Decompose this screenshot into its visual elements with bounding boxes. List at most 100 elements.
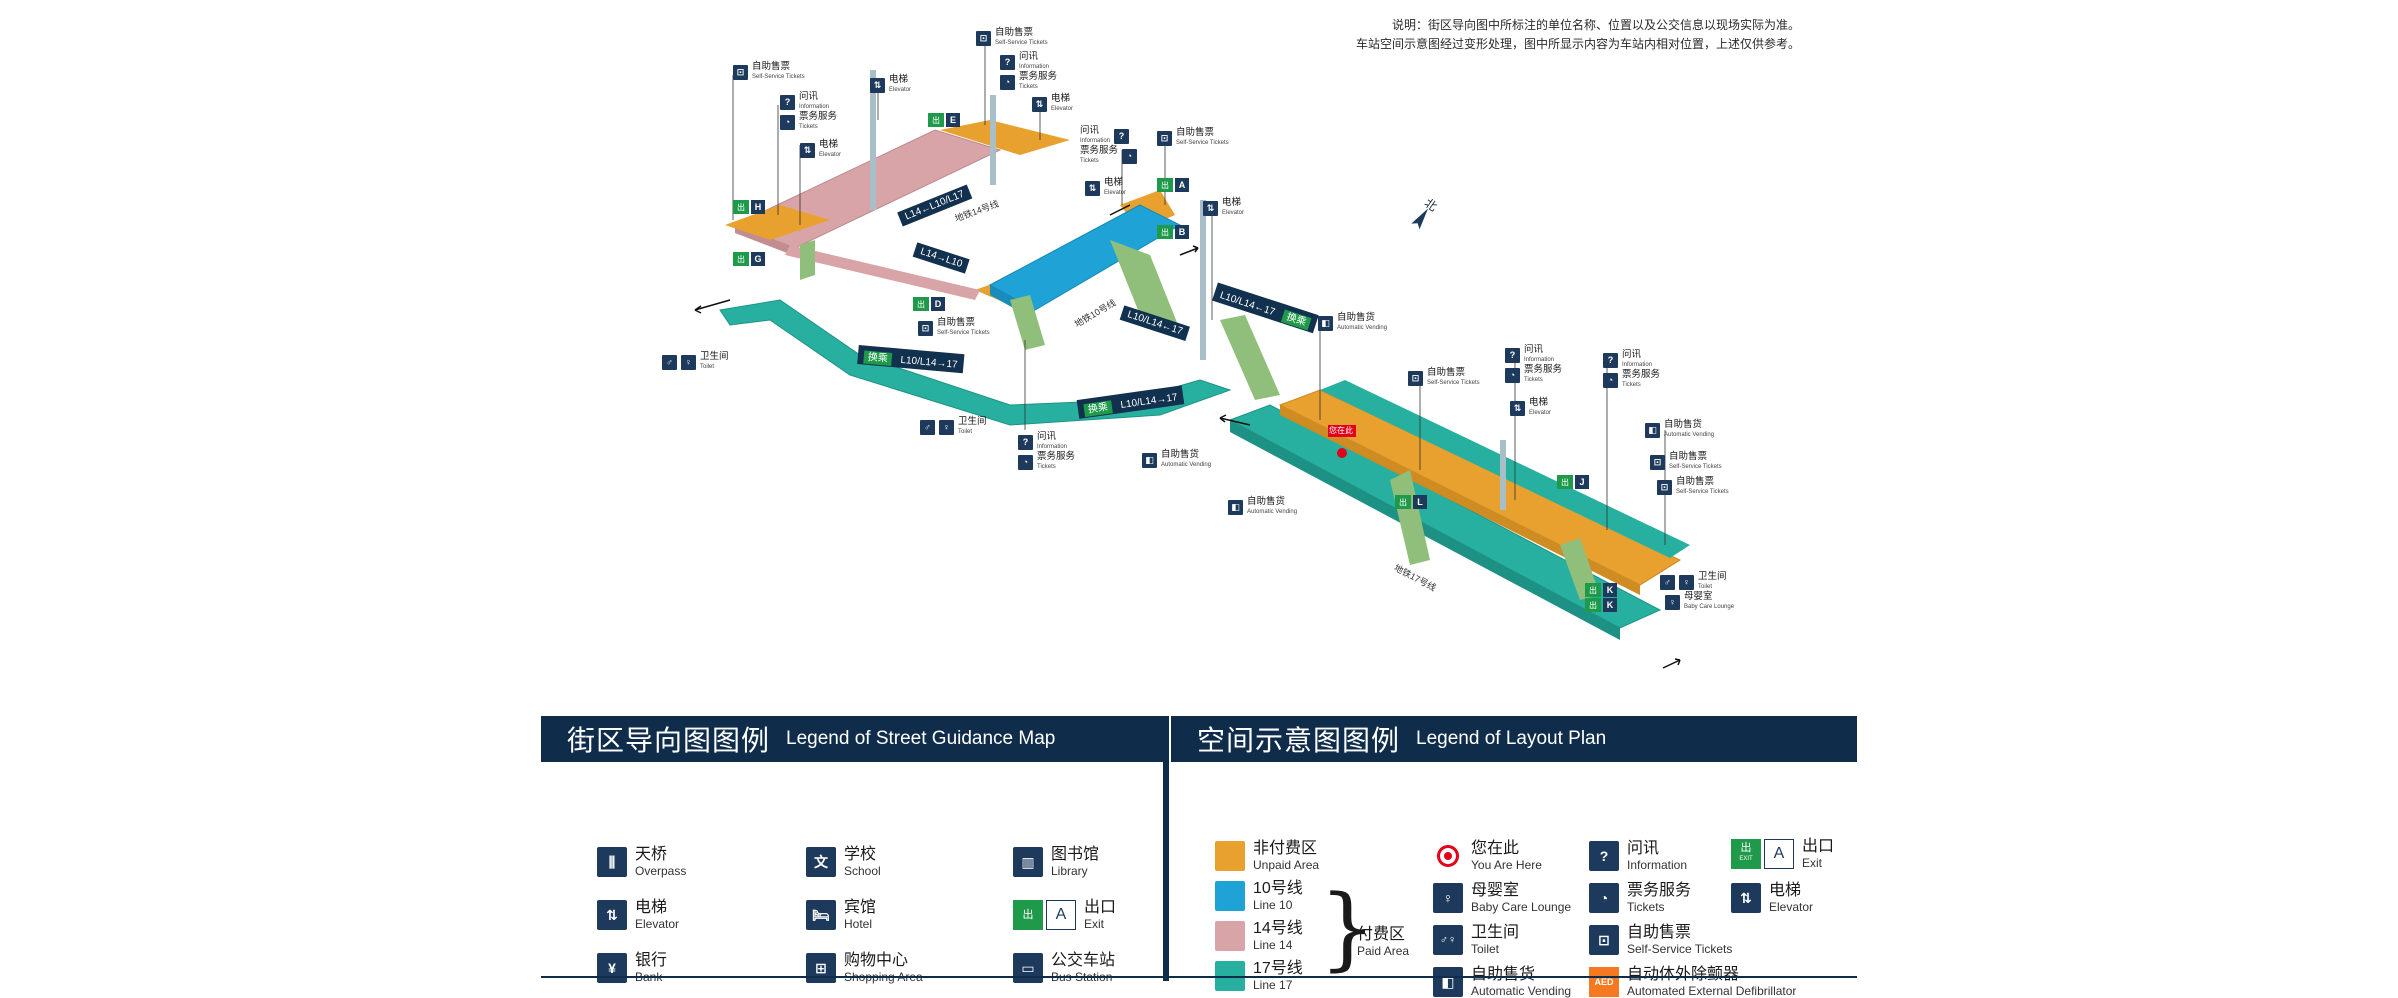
legend-label-en: Elevator: [635, 917, 680, 931]
callout-zh: 自助售票: [752, 61, 791, 72]
legend-label-en: Automatic Vending: [1471, 984, 1572, 998]
line14-corridor: [785, 245, 980, 300]
callout-tickets-5: ◔ 票务服务 Tickets: [1505, 365, 1562, 385]
callout-en: Elevator: [1104, 190, 1127, 196]
station-layout-map: 北 您在此 L14←L10/L17 L14→L10 L10/L14←17 换乘 …: [662, 27, 1734, 669]
legend-divider: [1163, 716, 1169, 981]
callout-zh: 票务服务: [1037, 451, 1076, 462]
callout-zh: 票务服务: [1622, 369, 1661, 380]
callout-en: Elevator: [889, 87, 912, 93]
legend-street-header: 街区导向图图例 Legend of Street Guidance Map: [541, 716, 1163, 762]
info-icon: ?: [1603, 352, 1618, 368]
tickets-icon: ◔: [1505, 367, 1520, 383]
unpaid-swatch: [1215, 841, 1245, 871]
ticket-machine-icon: ⊡: [1408, 370, 1423, 386]
disclaimer-line-1: 说明：街区导向图中所标注的单位名称、位置以及公交信息以现场实际为准。: [1391, 18, 1800, 32]
legend-label-en: Information: [1627, 858, 1688, 872]
baby-care-icon: ♀: [1665, 594, 1680, 610]
elevator-icon: ⇅: [1032, 96, 1047, 112]
legend-label-en: Toilet: [1471, 942, 1500, 956]
callout-leaders: [732, 45, 1666, 545]
callout-zh: 自助售票: [995, 27, 1034, 38]
legend-label-en: Exit: [1084, 917, 1105, 931]
toilet-icon: ♀: [1679, 574, 1694, 590]
callout-en: Self-Service Tickets: [1427, 380, 1480, 386]
you-are-here-dot: [1337, 448, 1347, 458]
callout-en: Self-Service Tickets: [937, 330, 990, 336]
callout-zh: 自助售票: [1669, 451, 1708, 462]
legend-label-en: Elevator: [1769, 900, 1814, 914]
callout-zh: 电梯: [1051, 93, 1071, 104]
aed-icon: AED: [1589, 967, 1619, 997]
unpaid-concourse-west: [725, 205, 830, 240]
ticket-machine-icon: ⊡: [1650, 454, 1665, 470]
library-icon: ▥: [1013, 847, 1043, 877]
vending-icon: ◧: [1645, 422, 1660, 438]
toilet-icon: ♂♀: [1433, 925, 1463, 955]
elevator-icon: ⇅: [1203, 200, 1218, 216]
callout-zh: 票务服务: [1080, 145, 1119, 156]
direction-text-4: L10/L14→17: [899, 354, 958, 371]
legend-label-zh: 自助售货: [1471, 966, 1536, 983]
info-icon: ?: [1505, 347, 1520, 363]
direction-arrows: [694, 204, 1681, 669]
callout-en: Automatic Vending: [1337, 325, 1388, 331]
legend-label-zh: 电梯: [1769, 882, 1802, 899]
ticket-machine-icon: ⊡: [1589, 925, 1619, 955]
vending-icon: ◧: [1142, 452, 1157, 468]
exit-letter: A: [1175, 178, 1189, 192]
legend-label-zh: 出口: [1802, 838, 1835, 855]
ticket-machine-icon: ⊡: [1157, 130, 1172, 146]
baby-care-icon: ♀: [1433, 883, 1463, 913]
exit-letter: K: [1603, 583, 1617, 597]
legend-layout-header: 空间示意图图例 Legend of Layout Plan: [1171, 716, 1857, 762]
shopping-icon: ⊞: [806, 953, 836, 983]
toilet-icon: ♂: [662, 354, 677, 370]
callout-en: Tickets: [1524, 377, 1543, 383]
elevator-icon: ⇅: [1510, 400, 1525, 416]
callout-zh: 问讯: [1080, 125, 1100, 136]
map-disclaimer: 说明：街区导向图中所标注的单位名称、位置以及公交信息以现场实际为准。 车站空间示…: [1300, 16, 1800, 54]
elevator-shaft-3: [1200, 200, 1206, 360]
callout-zh: 票务服务: [1524, 364, 1563, 375]
stair-5: [1010, 295, 1045, 350]
disclaimer-line-2: 车站空间示意图经过变形处理，图中所显示内容为车站内相对位置，上述仅供参考。: [1355, 37, 1800, 51]
legend-label-zh: 购物中心: [844, 952, 909, 969]
callout-zh: 票务服务: [1019, 71, 1058, 82]
exit-letter: B: [1175, 225, 1189, 239]
paid-area-brace: }: [1319, 876, 1377, 981]
exit-letter: L: [1413, 495, 1427, 509]
legend-label-zh: 10号线: [1253, 880, 1303, 897]
callout-zh: 电梯: [1104, 177, 1124, 188]
callout-zh: 卫生间: [958, 416, 987, 427]
elevator-shaft-4: [1500, 440, 1506, 510]
elevator-icon: ⇅: [597, 900, 627, 930]
line10-swatch: [1215, 881, 1245, 911]
legend-label-zh: 公交车站: [1051, 952, 1116, 969]
exit-glyph: 出: [1740, 842, 1752, 854]
bottom-rule: [541, 976, 1857, 978]
callout-en: Toilet: [700, 364, 715, 370]
